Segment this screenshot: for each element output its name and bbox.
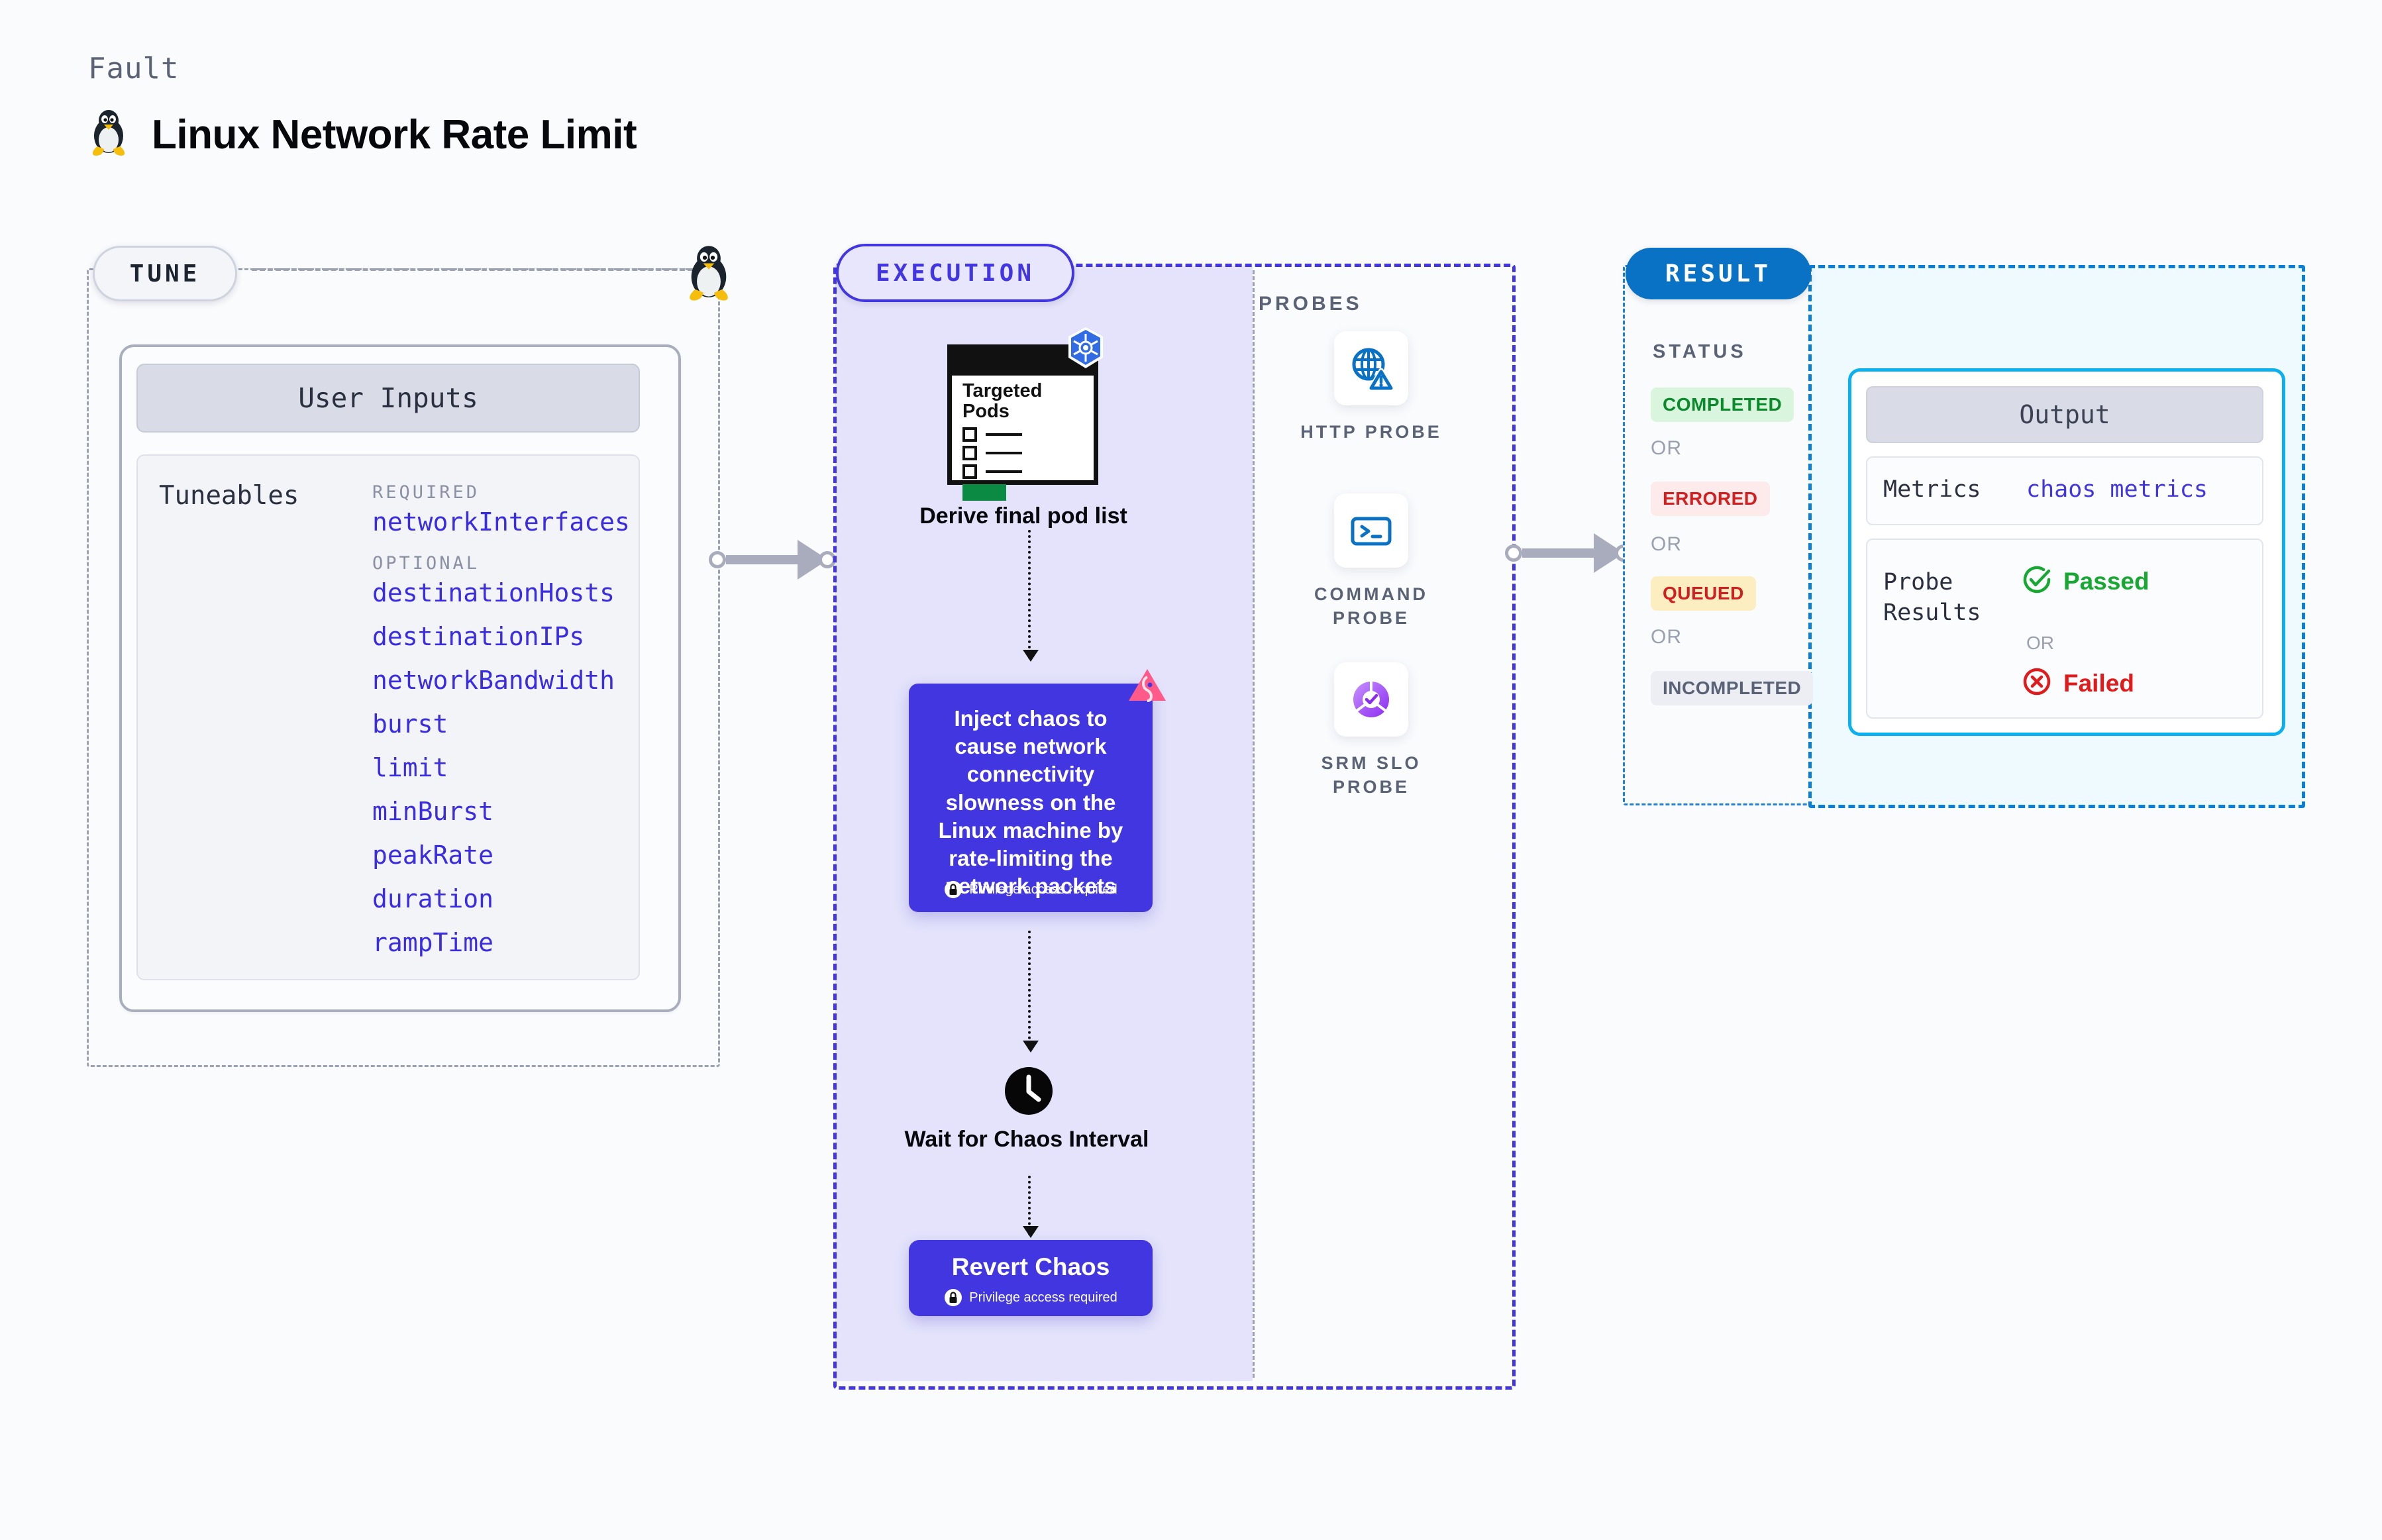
probe-http[interactable]: HTTP PROBE xyxy=(1285,331,1457,444)
probe-result-failed: Failed xyxy=(2021,666,2134,701)
connector-tune-to-execution xyxy=(709,540,836,580)
document-list-row xyxy=(962,464,1022,479)
probe-http-label: HTTP PROBE xyxy=(1300,422,1442,442)
result-badge: RESULT xyxy=(1626,248,1811,299)
probe-command-label: COMMAND PROBE xyxy=(1314,584,1428,629)
probe-result-failed-text: Failed xyxy=(2063,669,2134,697)
privilege-note: Privilege access required xyxy=(909,1288,1153,1307)
flow-arrow-inject-to-wait xyxy=(1023,931,1039,1052)
tuneable-destinationHosts[interactable]: destinationHosts xyxy=(372,578,615,607)
connector-shaft xyxy=(726,555,799,564)
wait-for-chaos-caption: Wait for Chaos Interval xyxy=(904,1127,1149,1152)
tuneables-box: Tuneables REQUIRED networkInterfaces OPT… xyxy=(136,454,640,980)
flow-arrow-wait-to-revert xyxy=(1023,1176,1039,1238)
probes-label: PROBES xyxy=(1259,293,1363,315)
document-list-row xyxy=(962,427,1022,442)
kubernetes-icon xyxy=(1063,326,1108,371)
tuneable-peakRate[interactable]: peakRate xyxy=(372,841,494,870)
lock-icon xyxy=(944,880,962,899)
user-inputs-card: User Inputs Tuneables REQUIRED networkIn… xyxy=(119,344,681,1012)
document-title: Targeted Pods xyxy=(962,380,1043,423)
tuneable-minBurst[interactable]: minBurst xyxy=(372,797,494,826)
terminal-icon xyxy=(1334,493,1408,568)
list-line xyxy=(986,452,1022,454)
list-line xyxy=(986,470,1022,473)
execution-column-divider xyxy=(1253,270,1255,1378)
output-card: Output Metrics chaos metrics Probe Resul… xyxy=(1848,368,2285,736)
tune-badge: TUNE xyxy=(93,246,237,301)
fault-kicker: Fault xyxy=(88,52,180,85)
probe-result-or: OR xyxy=(2026,633,2054,653)
linux-tux-icon xyxy=(682,245,735,302)
status-badge-errored: ERRORED xyxy=(1651,482,1770,516)
probe-srm-slo[interactable]: SRM SLO PROBE xyxy=(1285,662,1457,799)
probe-command[interactable]: COMMAND PROBE xyxy=(1285,493,1457,631)
tuneable-networkInterfaces[interactable]: networkInterfaces xyxy=(372,507,630,537)
privilege-note: Privilege access required xyxy=(909,880,1153,899)
targeted-pods-node[interactable]: Targeted Pods xyxy=(947,327,1103,501)
lock-icon xyxy=(944,1288,962,1307)
tuneable-duration[interactable]: duration xyxy=(372,884,494,913)
litmus-chaos-icon xyxy=(1127,668,1167,708)
check-circle-icon xyxy=(2021,564,2053,599)
tuneable-burst[interactable]: burst xyxy=(372,709,448,739)
document-progress-bar xyxy=(962,484,1006,501)
metrics-value[interactable]: chaos metrics xyxy=(2026,476,2208,503)
revert-chaos-title: Revert Chaos xyxy=(951,1253,1110,1280)
status-label: STATUS xyxy=(1653,341,1747,362)
tune-top-dashed-line xyxy=(252,268,709,271)
probe-result-passed-text: Passed xyxy=(2063,567,2149,595)
connector-start-dot xyxy=(709,551,726,568)
inject-chaos-text: Inject chaos to cause network connectivi… xyxy=(938,706,1123,899)
user-inputs-header: User Inputs xyxy=(136,364,640,433)
connector-start-dot xyxy=(1505,544,1522,562)
checkbox-icon xyxy=(962,446,977,460)
privilege-note-text: Privilege access required xyxy=(969,882,1117,897)
status-badge-queued: QUEUED xyxy=(1651,576,1756,611)
execution-probes-column xyxy=(1253,266,1507,1381)
tuneable-networkBandwidth[interactable]: networkBandwidth xyxy=(372,666,615,695)
document-icon: Targeted Pods xyxy=(947,344,1098,501)
metrics-key: Metrics xyxy=(1883,476,1981,503)
clock-icon xyxy=(1004,1066,1053,1115)
fault-title-row: Linux Network Rate Limit xyxy=(88,109,637,160)
tuneable-group-label-optional: OPTIONAL xyxy=(372,553,480,574)
checkbox-icon xyxy=(962,464,977,479)
probe-results-key: Probe Results xyxy=(1883,569,1981,626)
tuneables-label: Tuneables xyxy=(159,481,299,511)
probe-srm-slo-label: SRM SLO PROBE xyxy=(1321,753,1422,797)
checkbox-icon xyxy=(962,427,977,442)
page-title: Linux Network Rate Limit xyxy=(152,112,637,158)
status-badge-completed: COMPLETED xyxy=(1651,387,1794,422)
list-line xyxy=(986,433,1022,436)
document-list-row xyxy=(962,446,1022,460)
tuneable-limit[interactable]: limit xyxy=(372,753,448,782)
execution-panel-border xyxy=(833,264,1516,1390)
x-circle-icon xyxy=(2021,666,2053,701)
tuneable-group-label-required: REQUIRED xyxy=(372,482,480,503)
tuneable-rampTime[interactable]: rampTime xyxy=(372,928,494,957)
status-badge-incompleted: INCOMPLETED xyxy=(1651,671,1814,705)
slo-check-donut-icon xyxy=(1334,662,1408,737)
flow-arrow-pods-to-inject xyxy=(1023,530,1039,662)
probe-result-passed: Passed xyxy=(2021,564,2149,599)
probe-results-row: Probe Results Passed OR Failed xyxy=(1866,539,2263,719)
connector-execution-to-result xyxy=(1505,533,1632,573)
connector-shaft xyxy=(1522,548,1595,558)
metrics-row: Metrics chaos metrics xyxy=(1866,456,2263,525)
globe-warning-icon xyxy=(1334,331,1408,405)
inject-chaos-card[interactable]: Inject chaos to cause network connectivi… xyxy=(909,669,1166,912)
status-or-2: OR xyxy=(1651,533,1682,555)
linux-tux-icon xyxy=(88,109,129,160)
tuneable-destinationIPs[interactable]: destinationIPs xyxy=(372,622,585,651)
tuneables-list: REQUIRED networkInterfaces OPTIONAL dest… xyxy=(372,473,637,974)
status-or-3: OR xyxy=(1651,626,1682,648)
privilege-note-text: Privilege access required xyxy=(969,1290,1117,1305)
revert-chaos-card[interactable]: Revert Chaos Privilege access required xyxy=(909,1240,1153,1316)
output-header: Output xyxy=(1866,386,2263,443)
targeted-pods-caption: Derive final pod list xyxy=(919,503,1127,529)
status-or-1: OR xyxy=(1651,437,1682,459)
execution-badge: EXECUTION xyxy=(836,244,1074,302)
